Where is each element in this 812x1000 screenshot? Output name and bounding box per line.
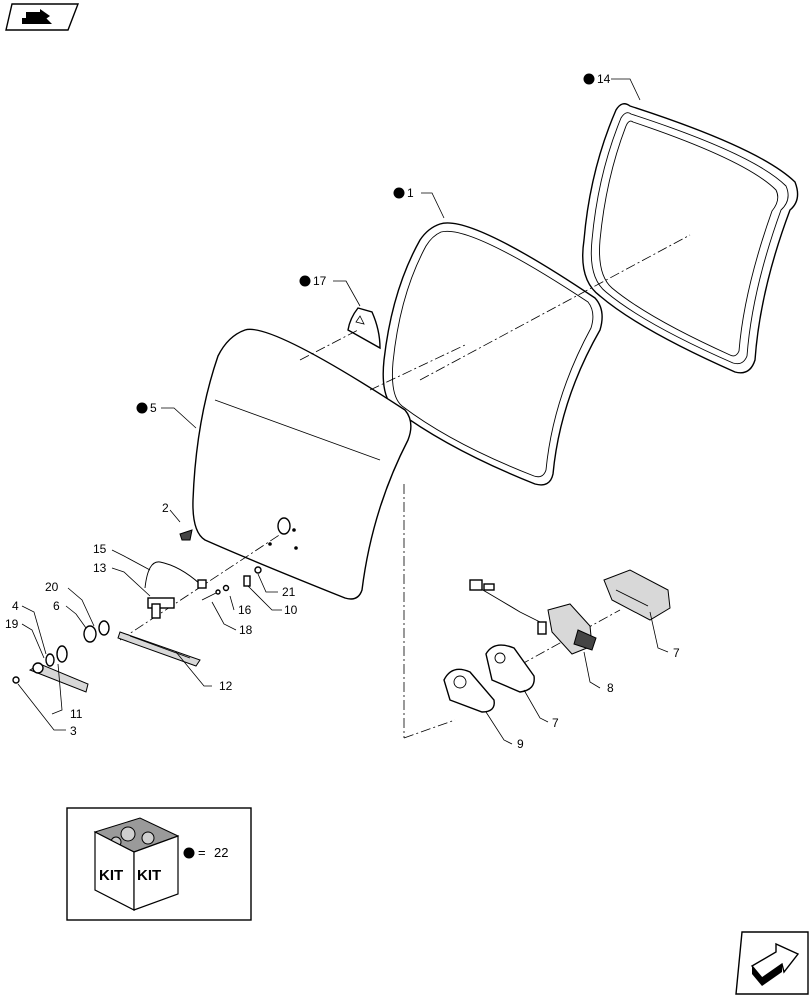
callout-18: 18 [239, 623, 253, 637]
back-arrow-icon[interactable] [5, 3, 80, 31]
washer-19 [45, 653, 55, 667]
callout-5: 5 [150, 401, 157, 415]
legend-value: 22 [214, 845, 228, 860]
callout-19: 19 [5, 617, 19, 631]
callout-4: 4 [12, 599, 19, 613]
bracket-plate-9 [443, 668, 495, 713]
callout-9: 9 [517, 737, 524, 751]
bolt-18 [201, 589, 221, 601]
callout-14: 14 [597, 72, 611, 86]
callout-3: 3 [70, 724, 77, 738]
seal-gasket-14 [582, 103, 799, 374]
wiper-motor-shaft-13 [147, 597, 175, 619]
washer-6 [83, 625, 97, 643]
glass-bushings [268, 517, 298, 550]
callout-7-cover: 7 [673, 646, 680, 660]
callout-21: 21 [282, 585, 296, 599]
callout-13: 13 [93, 561, 107, 575]
kit-dot-legend [183, 847, 195, 859]
callout-16: 16 [238, 603, 252, 617]
kit-dot-1 [393, 187, 405, 199]
washer-4 [56, 645, 68, 663]
kit-dot-5 [136, 402, 148, 414]
callout-15: 15 [93, 542, 107, 556]
glass-panel-5 [192, 328, 412, 600]
callout-labels: 14 1 17 5 2 15 13 20 4 6 19 11 3 12 18 1… [5, 72, 680, 751]
nut-3 [12, 676, 20, 684]
callout-8: 8 [607, 681, 614, 695]
warning-triangle-17 [347, 307, 381, 350]
next-page-arrow-icon[interactable] [735, 931, 809, 995]
motor-cover-7 [603, 569, 671, 621]
kit-text-left: KIT [99, 867, 123, 884]
callout-17: 17 [313, 274, 327, 288]
kit-text-right: KIT [137, 867, 161, 884]
leader-lines [17, 78, 669, 745]
callout-1: 1 [407, 186, 414, 200]
callout-dots [136, 73, 595, 414]
callout-7-bracket: 7 [552, 716, 559, 730]
clip-2 [179, 529, 193, 541]
callout-6: 6 [53, 599, 60, 613]
callout-11: 11 [70, 707, 83, 721]
callout-10: 10 [284, 603, 298, 617]
washer-hose-15 [144, 561, 207, 589]
kit-legend: KIT KIT = 22 [66, 807, 252, 921]
washer-21 [254, 566, 262, 574]
glass-seal-1 [382, 222, 603, 486]
bracket-plate-7 [485, 644, 535, 693]
kit-dot-17 [299, 275, 311, 287]
kit-dot-14 [583, 73, 595, 85]
spacer-10 [243, 575, 251, 587]
callout-20: 20 [45, 580, 59, 594]
wiper-arm-11 [12, 662, 89, 693]
wiper-motor-8 [469, 579, 597, 655]
kit-box-icon: KIT KIT [93, 817, 180, 911]
grommet-20 [98, 620, 110, 636]
wiper-blade-12 [117, 631, 201, 667]
washer-16 [222, 584, 230, 592]
legend-equals: = [198, 845, 206, 860]
callout-2: 2 [162, 501, 169, 515]
callout-12: 12 [219, 679, 233, 693]
